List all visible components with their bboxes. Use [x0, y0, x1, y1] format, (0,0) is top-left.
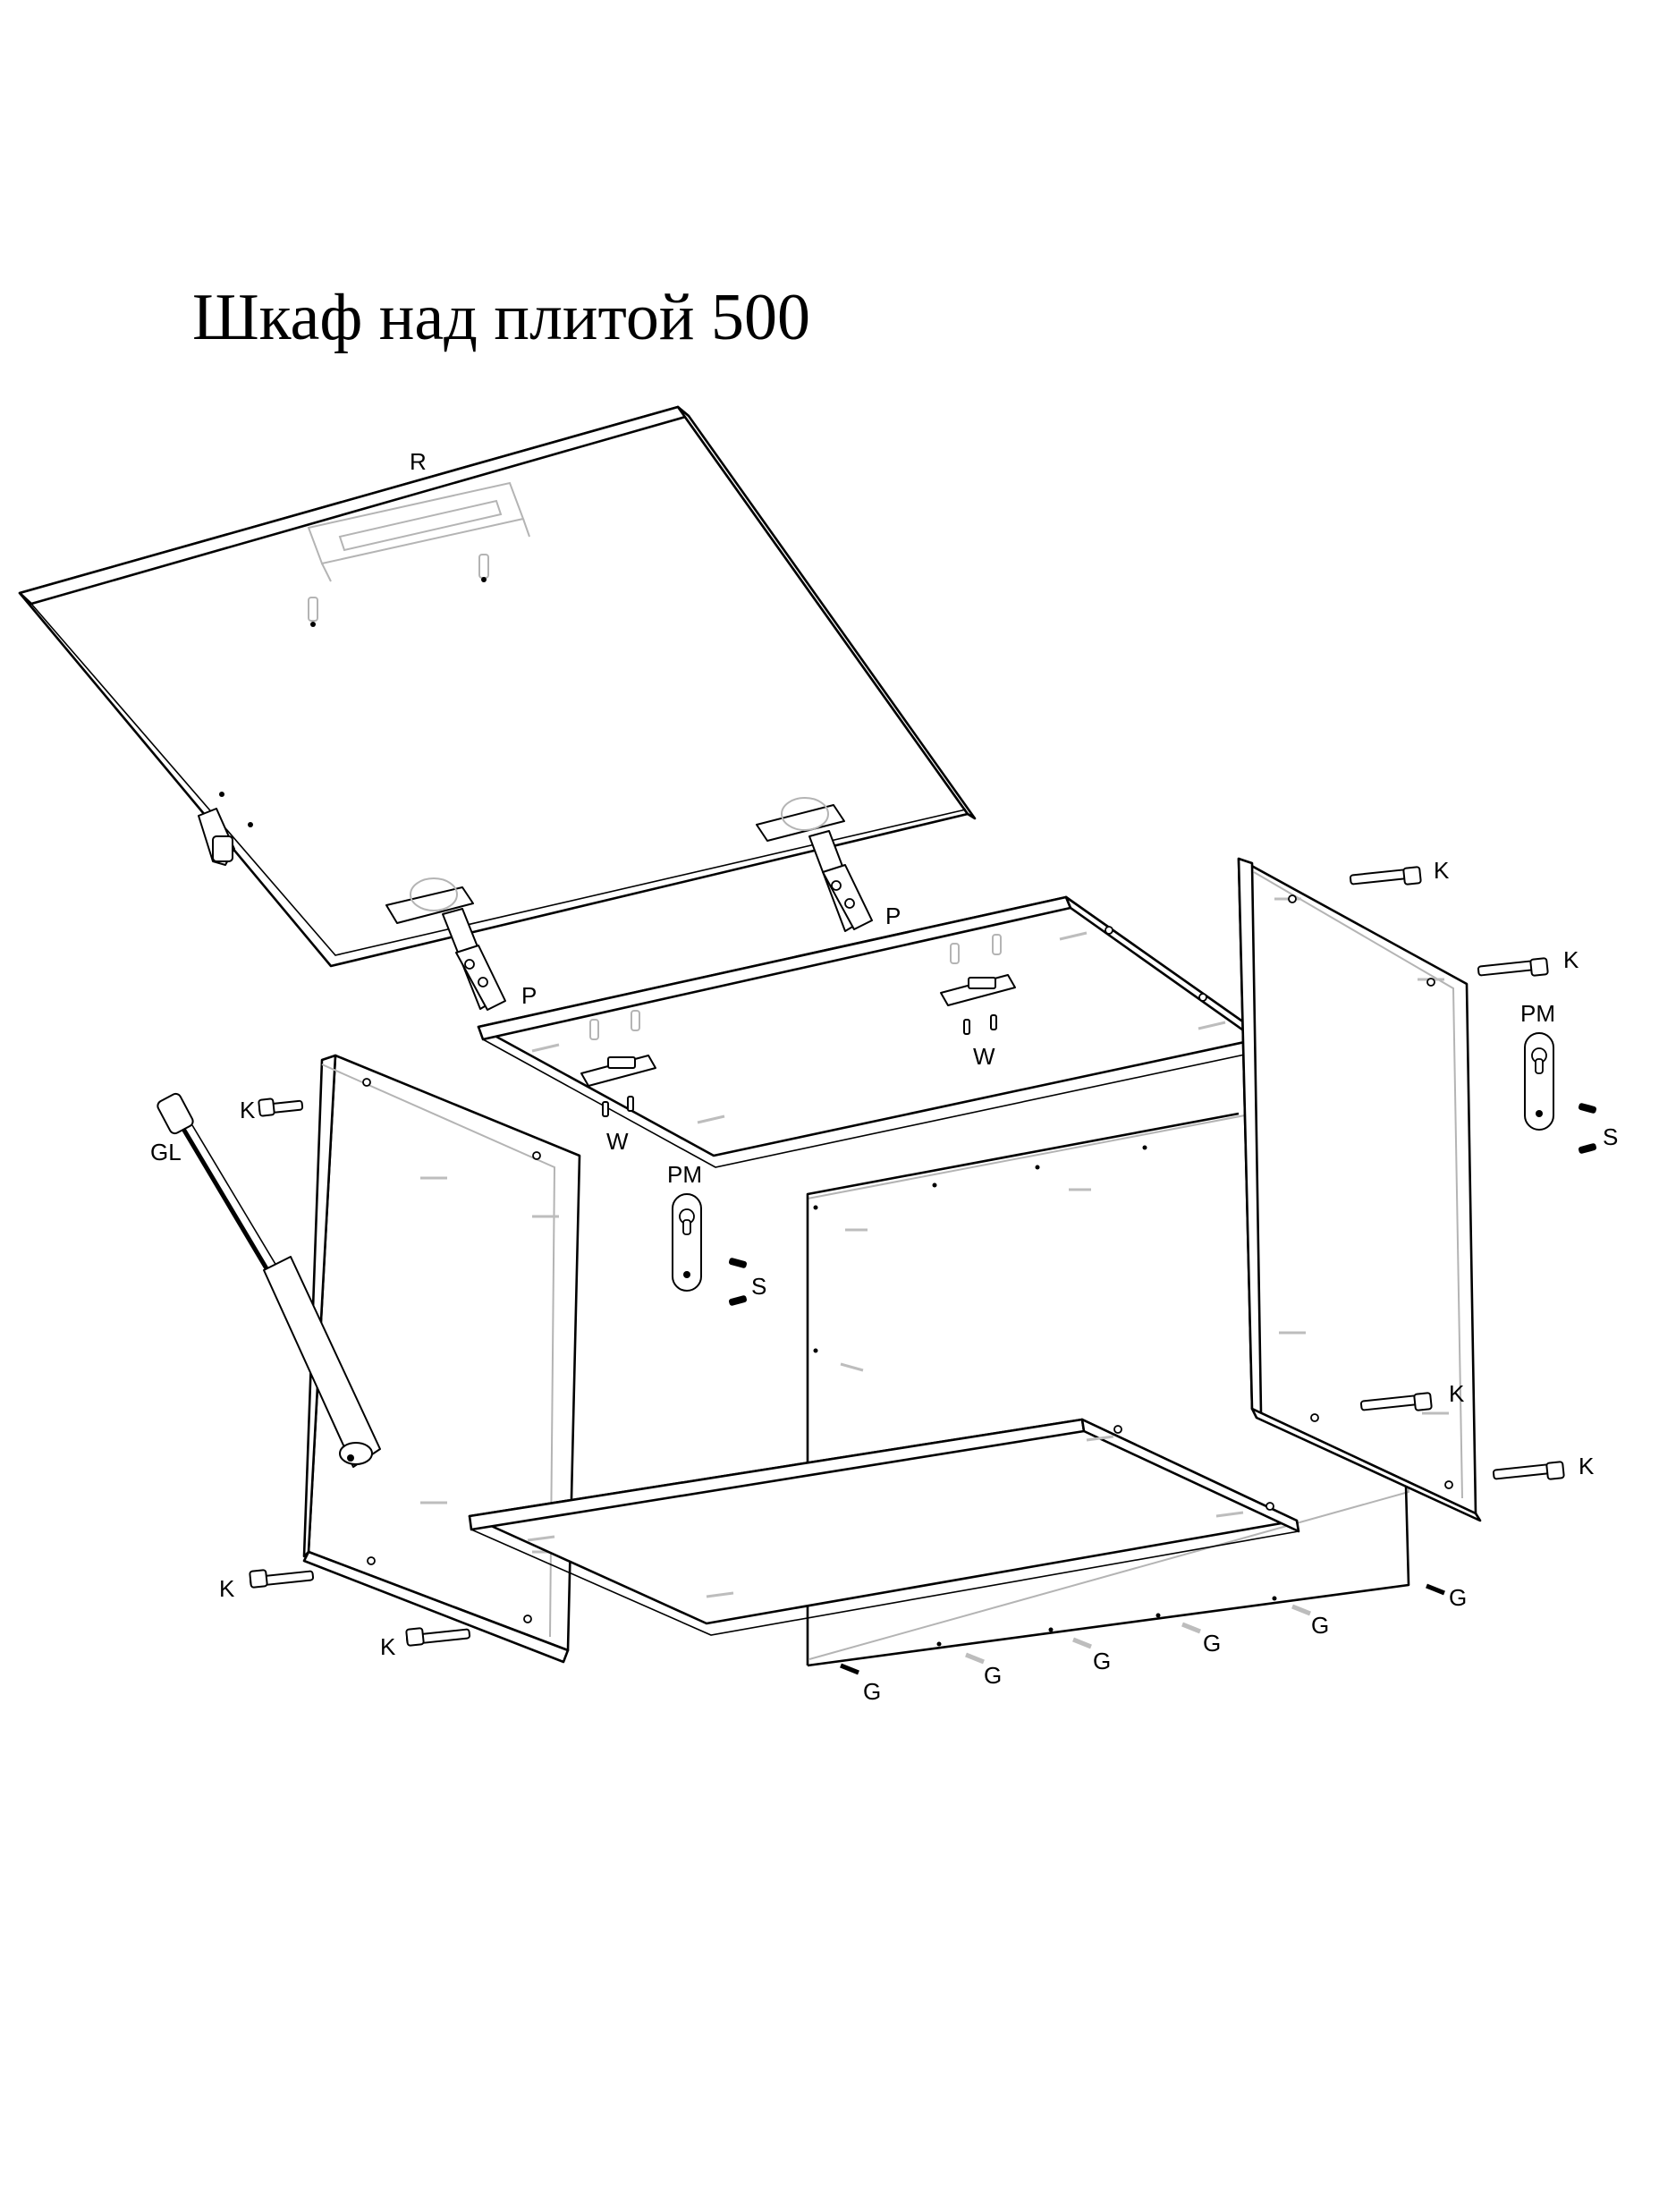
label-confirmat-6: K: [1449, 1380, 1465, 1407]
label-hinge-right: P: [885, 903, 901, 929]
label-nail-5: G: [1311, 1612, 1329, 1639]
label-screw-right: S: [1603, 1123, 1618, 1150]
nails: [840, 1583, 1445, 1675]
confirmat-left-top: [258, 1098, 304, 1117]
right-side-panel: [1237, 857, 1482, 1522]
bracket-left: [580, 1055, 656, 1117]
bracket-right: [940, 974, 1016, 1035]
hanger-right: [1524, 1032, 1554, 1131]
label-nail-6: G: [1449, 1584, 1467, 1611]
label-screw-left: S: [751, 1273, 766, 1300]
page-title: Шкаф над плитой 500: [192, 281, 810, 354]
label-gas-lift: GL: [150, 1139, 182, 1165]
label-confirmat-1: K: [240, 1097, 256, 1123]
top-panel: [477, 895, 1272, 1168]
screws-right: [1578, 1103, 1597, 1154]
label-lift-door: R: [410, 448, 427, 475]
confirmat-right-2: [1477, 957, 1549, 977]
label-confirmat-5: K: [1563, 946, 1579, 973]
label-confirmat-2: K: [219, 1575, 235, 1602]
label-nail-4: G: [1203, 1630, 1221, 1657]
gas-lift: [157, 1092, 381, 1468]
hanger-left: [672, 1193, 702, 1292]
confirmat-right-4: [1492, 1461, 1565, 1480]
bottom-panel: [468, 1418, 1300, 1636]
label-nail-2: G: [984, 1662, 1002, 1689]
confirmat-right-1: [1349, 866, 1422, 886]
label-hanger-right: PM: [1520, 1000, 1555, 1027]
confirmat-left-bottom2: [405, 1627, 471, 1647]
confirmat-left-bottom1: [249, 1569, 315, 1589]
label-nail-1: G: [863, 1678, 881, 1705]
label-confirmat-3: K: [380, 1633, 396, 1660]
left-side-panel: [302, 1054, 581, 1664]
label-hinge-left: P: [521, 982, 537, 1009]
label-bracket-left: W: [606, 1128, 629, 1155]
screws-left: [728, 1258, 748, 1306]
hinge-right: [756, 797, 873, 932]
confirmat-right-3: [1359, 1392, 1433, 1411]
label-confirmat-4: K: [1434, 857, 1450, 884]
label-bracket-right: W: [973, 1043, 995, 1070]
label-hanger-left: PM: [667, 1161, 702, 1188]
lift-door-panel: [18, 405, 977, 968]
label-confirmat-7: K: [1579, 1453, 1595, 1479]
label-nail-3: G: [1093, 1648, 1111, 1674]
hinge-left: [385, 877, 506, 1011]
